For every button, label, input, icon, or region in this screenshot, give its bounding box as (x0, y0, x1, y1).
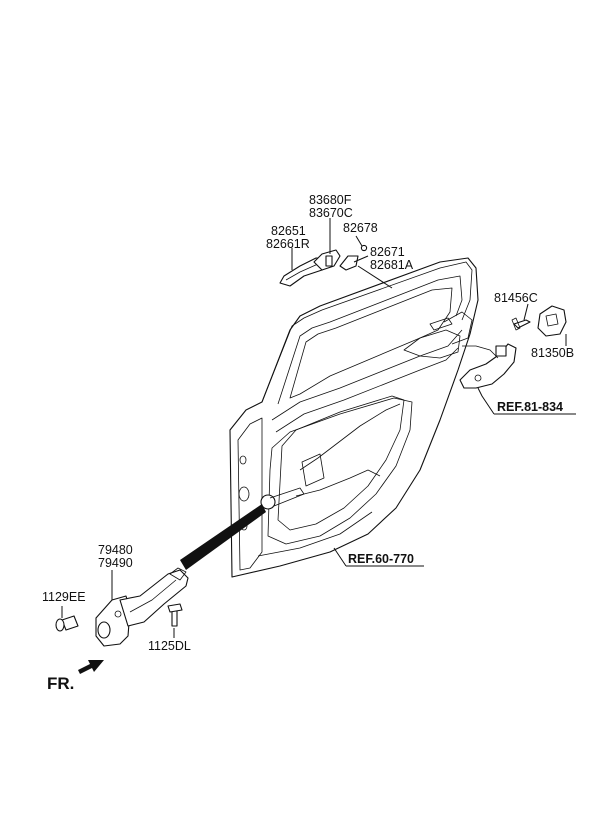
striker-bolt (513, 319, 531, 329)
latch-assembly (459, 343, 517, 389)
inner-panel-rim (237, 417, 263, 571)
handle-cover (339, 255, 359, 271)
label-ref81: REF.81-834 (497, 400, 563, 414)
leader-cover-door (357, 265, 393, 289)
striker-bolt-head (511, 317, 521, 331)
striker-plate (537, 305, 567, 337)
leader-ref81 (477, 387, 495, 415)
panel-hole-1 (238, 486, 250, 502)
bolt-1129EE-shank (61, 615, 79, 631)
inner-panel-contour (267, 397, 413, 545)
window-frame-inner (277, 275, 463, 405)
leader-lines (61, 218, 576, 638)
outside-handle-groove (285, 263, 319, 281)
label-82661R: 82661R (266, 237, 310, 251)
label-82671: 82671 (370, 245, 405, 259)
hinge-hole (114, 610, 122, 618)
label-79490: 79490 (98, 556, 133, 570)
door-bottom-inner (257, 511, 373, 557)
belt-line-lower (275, 347, 459, 433)
leader-82671 (353, 255, 369, 263)
lock-cutout (403, 329, 461, 359)
latch-pivot (474, 374, 482, 382)
leader-81456C (523, 303, 529, 321)
door-outer-shell (229, 257, 479, 578)
label-83680F: 83680F (309, 193, 352, 207)
label-82678: 82678 (343, 221, 378, 235)
latch-bracket (495, 345, 507, 357)
door-panel (229, 257, 479, 578)
door-check-mount (260, 494, 276, 510)
label-1129EE: 1129EE (42, 590, 86, 604)
door-check-hinge (95, 567, 189, 647)
label-fr: FR. (47, 674, 74, 693)
label-1125DL: 1125DL (148, 639, 191, 653)
door-handle-pocket (429, 317, 453, 331)
bolt-1125DL-head (167, 603, 183, 613)
part-labels: 83680F 83670C 82651 82661R 82678 82671 8… (42, 193, 574, 653)
panel-hole-2 (239, 455, 247, 465)
handle-cover-body (339, 255, 359, 271)
label-79480: 79480 (98, 543, 133, 557)
belt-line (271, 329, 463, 421)
latch-cable (462, 345, 499, 359)
bolt-1125DL (167, 603, 183, 627)
regulator-bracket (301, 453, 325, 487)
door-check-roller (169, 567, 187, 581)
latch-body (459, 343, 517, 389)
regulator-rail-2 (295, 469, 381, 497)
label-ref60: REF.60-770 (348, 552, 414, 566)
inner-panel-opening (277, 395, 405, 531)
bolt-1129EE-head (55, 618, 65, 632)
hinge-barrel (97, 621, 111, 639)
window-opening (289, 287, 453, 399)
handle-base (313, 249, 341, 271)
front-arrow-icon (78, 660, 104, 674)
door-check-arm-edge (129, 579, 177, 613)
screw-82678 (360, 244, 368, 252)
label-81350B: 81350B (531, 346, 574, 360)
window-frame-outer (261, 261, 473, 403)
label-82681A: 82681A (370, 258, 414, 272)
door-check-rod (269, 487, 305, 507)
striker-assembly (511, 305, 567, 337)
leader-ref60 (333, 547, 347, 567)
front-direction-indicator: FR. (47, 660, 104, 693)
regulator-rail-1 (299, 403, 401, 471)
assembly-arrow (180, 504, 266, 570)
screw-82678-head (360, 244, 368, 252)
handle-base-tab (325, 255, 333, 267)
label-81456C: 81456C (494, 291, 538, 305)
latch-area (443, 311, 473, 345)
bolt-1129EE (55, 615, 79, 632)
label-82651: 82651 (271, 224, 306, 238)
label-83670C: 83670C (309, 206, 353, 220)
leader-82678 (355, 235, 363, 247)
striker-loop (545, 313, 559, 327)
